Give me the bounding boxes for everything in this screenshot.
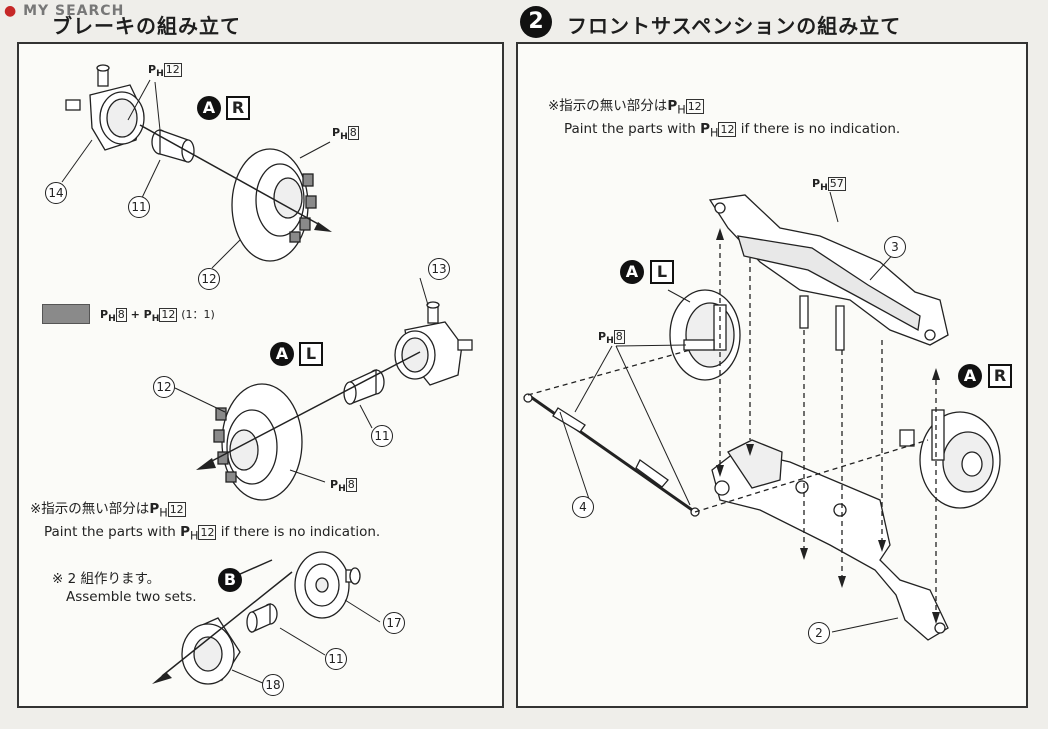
mix-ratio: (1：1) xyxy=(181,308,215,321)
paint-box: 12 xyxy=(159,308,178,322)
paint-p: P xyxy=(180,523,190,540)
paint-box: 12 xyxy=(198,524,217,540)
paint-p: P xyxy=(700,120,710,137)
knuckle-left xyxy=(669,289,741,381)
step2-title: フロントサスペンションの組み立て xyxy=(567,14,902,38)
paint-h: H xyxy=(190,529,199,543)
part-number-18: 18 xyxy=(262,674,284,696)
step2-sub-l-box: L xyxy=(650,260,674,284)
step1-note-en1: Paint the parts with xyxy=(44,523,176,540)
watermark-logo-icon: ● xyxy=(4,3,18,19)
part-number-11: 11 xyxy=(128,196,150,218)
paint-p: P xyxy=(143,308,152,321)
paint-h: H xyxy=(606,335,614,347)
sub-a-circle-r: A xyxy=(197,96,221,120)
axle-part-11 xyxy=(151,129,195,163)
paint-box: 8 xyxy=(345,478,357,492)
paint-h: H xyxy=(108,313,116,325)
two-sets-en: Assemble two sets. xyxy=(66,589,197,605)
paint-p: P xyxy=(330,478,339,491)
paint-h: H xyxy=(820,182,828,194)
step2-part-number-3: 3 xyxy=(884,236,906,258)
step2-note-jp: ※指示の無い部分は xyxy=(548,98,668,114)
sub-a-circle-l: A xyxy=(270,342,294,366)
caliper-part-14 xyxy=(65,64,145,151)
paint-box: 8 xyxy=(115,308,127,322)
paint-box: 12 xyxy=(685,99,704,114)
tie-rod-part-4 xyxy=(523,393,700,517)
part-number-17: 17 xyxy=(383,612,405,634)
two-sets-note: ※ 2 組作ります。 Assemble two sets. xyxy=(52,570,197,606)
part-number-12: 12 xyxy=(198,268,220,290)
knuckle-right xyxy=(899,409,1001,509)
paint-box: 8 xyxy=(347,126,359,140)
paint-h: H xyxy=(340,131,348,143)
part-number-13: 13 xyxy=(428,258,450,280)
watermark: ● MY SEARCH xyxy=(4,3,124,19)
paint-p: P xyxy=(812,177,821,190)
step2-part-number-4: 4 xyxy=(572,496,594,518)
sub-r-box: R xyxy=(226,96,250,120)
paint-p: P xyxy=(598,330,607,343)
paint-box: 12 xyxy=(163,63,182,77)
step2-part-number-2: 2 xyxy=(808,622,830,644)
part-number-14: 14 xyxy=(45,182,67,204)
paint-h: H xyxy=(677,103,686,117)
paint-p: P xyxy=(100,308,109,321)
paint-box: 12 xyxy=(167,502,186,517)
paint-h: H xyxy=(151,313,160,325)
part-number-11b: 11 xyxy=(371,425,393,447)
paint-box: 8 xyxy=(613,330,625,344)
paint-h: H xyxy=(159,506,168,520)
sub-b-circle: B xyxy=(218,568,242,592)
step1-note-jp: ※指示の無い部分は xyxy=(30,501,150,517)
step2-note-en1: Paint the parts with xyxy=(564,120,696,137)
watermark-text: MY SEARCH xyxy=(23,3,125,19)
disc-part-12b xyxy=(213,383,303,501)
paint-h: H xyxy=(156,68,164,80)
step1-title: ブレーキの組み立て xyxy=(52,14,241,38)
paint-p: P xyxy=(332,126,341,139)
mix-color-swatch xyxy=(42,304,90,324)
paint-h: H xyxy=(710,126,719,140)
step2-note-en2: if there is no indication. xyxy=(740,120,901,137)
paint-box: 57 xyxy=(827,177,846,191)
two-sets-jp: ※ 2 組作ります。 xyxy=(52,571,161,587)
crossmember-part-3 xyxy=(708,194,949,351)
paint-p: P xyxy=(667,98,678,114)
disc-part-12 xyxy=(231,148,317,262)
paint-h: H xyxy=(338,483,346,495)
step2-number-badge: 2 xyxy=(520,6,552,38)
part-number-12b: 12 xyxy=(153,376,175,398)
step2-sub-a-circle-r: A xyxy=(958,364,982,388)
paint-p: P xyxy=(149,501,160,517)
step2-sub-r-box: R xyxy=(988,364,1012,388)
lower-arm-part-2 xyxy=(711,439,949,641)
sub-l-box: L xyxy=(299,342,323,366)
part-number-11c: 11 xyxy=(325,648,347,670)
step1-note-en2: if there is no indication. xyxy=(220,523,381,540)
paint-p: P xyxy=(148,63,157,76)
paint-box: 12 xyxy=(718,121,737,137)
wheel-part-17 xyxy=(294,551,361,619)
step2-sub-a-circle-l: A xyxy=(620,260,644,284)
axle-part-11c xyxy=(246,602,278,634)
